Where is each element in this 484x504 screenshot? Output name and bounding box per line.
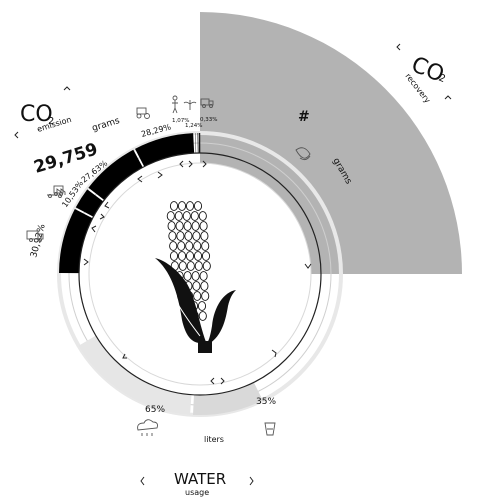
water-slice bbox=[192, 382, 263, 415]
emission-title-main: CO bbox=[20, 102, 53, 127]
corn-leaf-icon bbox=[295, 147, 311, 161]
corn-kernel bbox=[182, 211, 191, 221]
recovery-value: # bbox=[298, 109, 310, 125]
corn-kernel bbox=[200, 281, 209, 291]
corn-kernel bbox=[193, 251, 203, 261]
chevron-right-icon bbox=[99, 213, 105, 220]
corn-kernel bbox=[191, 271, 200, 281]
corn-kernel bbox=[199, 271, 208, 281]
truck-icon bbox=[200, 98, 214, 108]
chevron-left-icon bbox=[396, 43, 401, 51]
emission-arcs bbox=[59, 133, 201, 274]
water-unit: liters bbox=[204, 435, 224, 444]
chevron-up-icon bbox=[444, 95, 452, 100]
chevron-left-icon bbox=[104, 201, 110, 209]
water-slice bbox=[78, 335, 192, 415]
corn-kernel bbox=[185, 251, 195, 261]
chevron-pair-icon bbox=[210, 377, 225, 385]
tractor-icon bbox=[136, 107, 150, 119]
chevron-right-icon bbox=[157, 171, 163, 179]
emission-title-sub: 2 bbox=[48, 116, 54, 127]
corn-kernel bbox=[178, 261, 187, 271]
plant-icon bbox=[183, 100, 197, 110]
corn-kernel bbox=[192, 281, 201, 291]
corn-kernel bbox=[177, 251, 187, 261]
chevron-pair-icon bbox=[179, 160, 193, 168]
chevron-left-icon bbox=[14, 131, 19, 139]
water-labels: 65% 35% bbox=[145, 397, 276, 415]
corn-kernel bbox=[176, 231, 185, 241]
phase-icons bbox=[26, 95, 311, 436]
corn-kernel bbox=[177, 201, 187, 211]
glass-icon bbox=[264, 422, 276, 436]
corn-kernel bbox=[199, 221, 208, 231]
corn-kernel bbox=[186, 261, 195, 271]
chevron-right-icon bbox=[202, 160, 207, 168]
delivery-truck-icon bbox=[26, 230, 44, 242]
emission-slice-label: 1,24% bbox=[185, 123, 202, 129]
rain-cloud-icon bbox=[137, 419, 158, 436]
chevron-left-icon bbox=[122, 353, 127, 359]
corn-kernel bbox=[194, 261, 203, 271]
corn-kernel bbox=[191, 221, 200, 231]
corn-icon bbox=[155, 201, 236, 353]
emission-slice bbox=[75, 189, 104, 217]
corn-kernel bbox=[193, 241, 202, 251]
chevron-down-icon bbox=[83, 258, 89, 266]
corn-kernel bbox=[202, 261, 211, 271]
corn-kernel bbox=[201, 241, 210, 251]
chevron-down-icon bbox=[304, 263, 312, 269]
water-slice-label: 35% bbox=[256, 397, 276, 407]
corn-kernel bbox=[169, 201, 179, 211]
corn-kernel bbox=[167, 221, 176, 231]
corn-kernel bbox=[193, 201, 203, 211]
water-usage-title: WATER usage liters bbox=[174, 435, 226, 497]
chevron-left-icon bbox=[137, 175, 143, 183]
emission-unit: grams bbox=[91, 116, 121, 134]
emission-slice bbox=[135, 133, 195, 167]
corn-kernel bbox=[200, 231, 209, 241]
emission-slice-label: 0,33% bbox=[200, 117, 217, 123]
chevron-right-icon bbox=[249, 476, 254, 486]
chevron-left-icon bbox=[140, 476, 145, 486]
chevron-left-icon bbox=[91, 225, 97, 233]
corn-kernel bbox=[198, 311, 207, 321]
corn-kernel bbox=[201, 251, 211, 261]
emission-slice bbox=[88, 149, 144, 201]
corn-kernel bbox=[193, 291, 202, 301]
corn-kernel bbox=[185, 241, 194, 251]
truck-icon bbox=[53, 185, 64, 196]
water-title: WATER bbox=[174, 470, 226, 488]
water-arcs bbox=[78, 335, 263, 415]
water-slice-label: 65% bbox=[145, 405, 165, 415]
corn-kernel bbox=[169, 251, 179, 261]
corn-kernel bbox=[183, 271, 192, 281]
emission-slice bbox=[59, 209, 93, 274]
corn-kernel bbox=[169, 241, 178, 251]
corn-kernel bbox=[183, 221, 192, 231]
corn-kernel bbox=[184, 231, 193, 241]
chevron-up-icon bbox=[63, 86, 71, 91]
corn-kernel bbox=[177, 241, 186, 251]
corn-kernel bbox=[201, 291, 210, 301]
corn-kernel bbox=[166, 211, 175, 221]
corn-kernel bbox=[192, 231, 201, 241]
corn-kernel bbox=[185, 201, 195, 211]
corn-kernel bbox=[175, 221, 184, 231]
corn-kernel bbox=[198, 211, 207, 221]
recovery-title-sub: 2 bbox=[437, 73, 447, 86]
emission-slice-label: 1,07% bbox=[172, 118, 189, 124]
corn-kernel bbox=[197, 301, 207, 311]
inner-ring bbox=[78, 152, 322, 396]
chevron-right-icon bbox=[271, 349, 277, 358]
corn-kernel bbox=[168, 231, 177, 241]
water-caption: usage bbox=[185, 488, 209, 497]
arrow-marks bbox=[14, 43, 452, 486]
farmer-icon bbox=[172, 95, 178, 114]
corn-kernel bbox=[174, 211, 183, 221]
corn-kernel bbox=[190, 211, 199, 221]
